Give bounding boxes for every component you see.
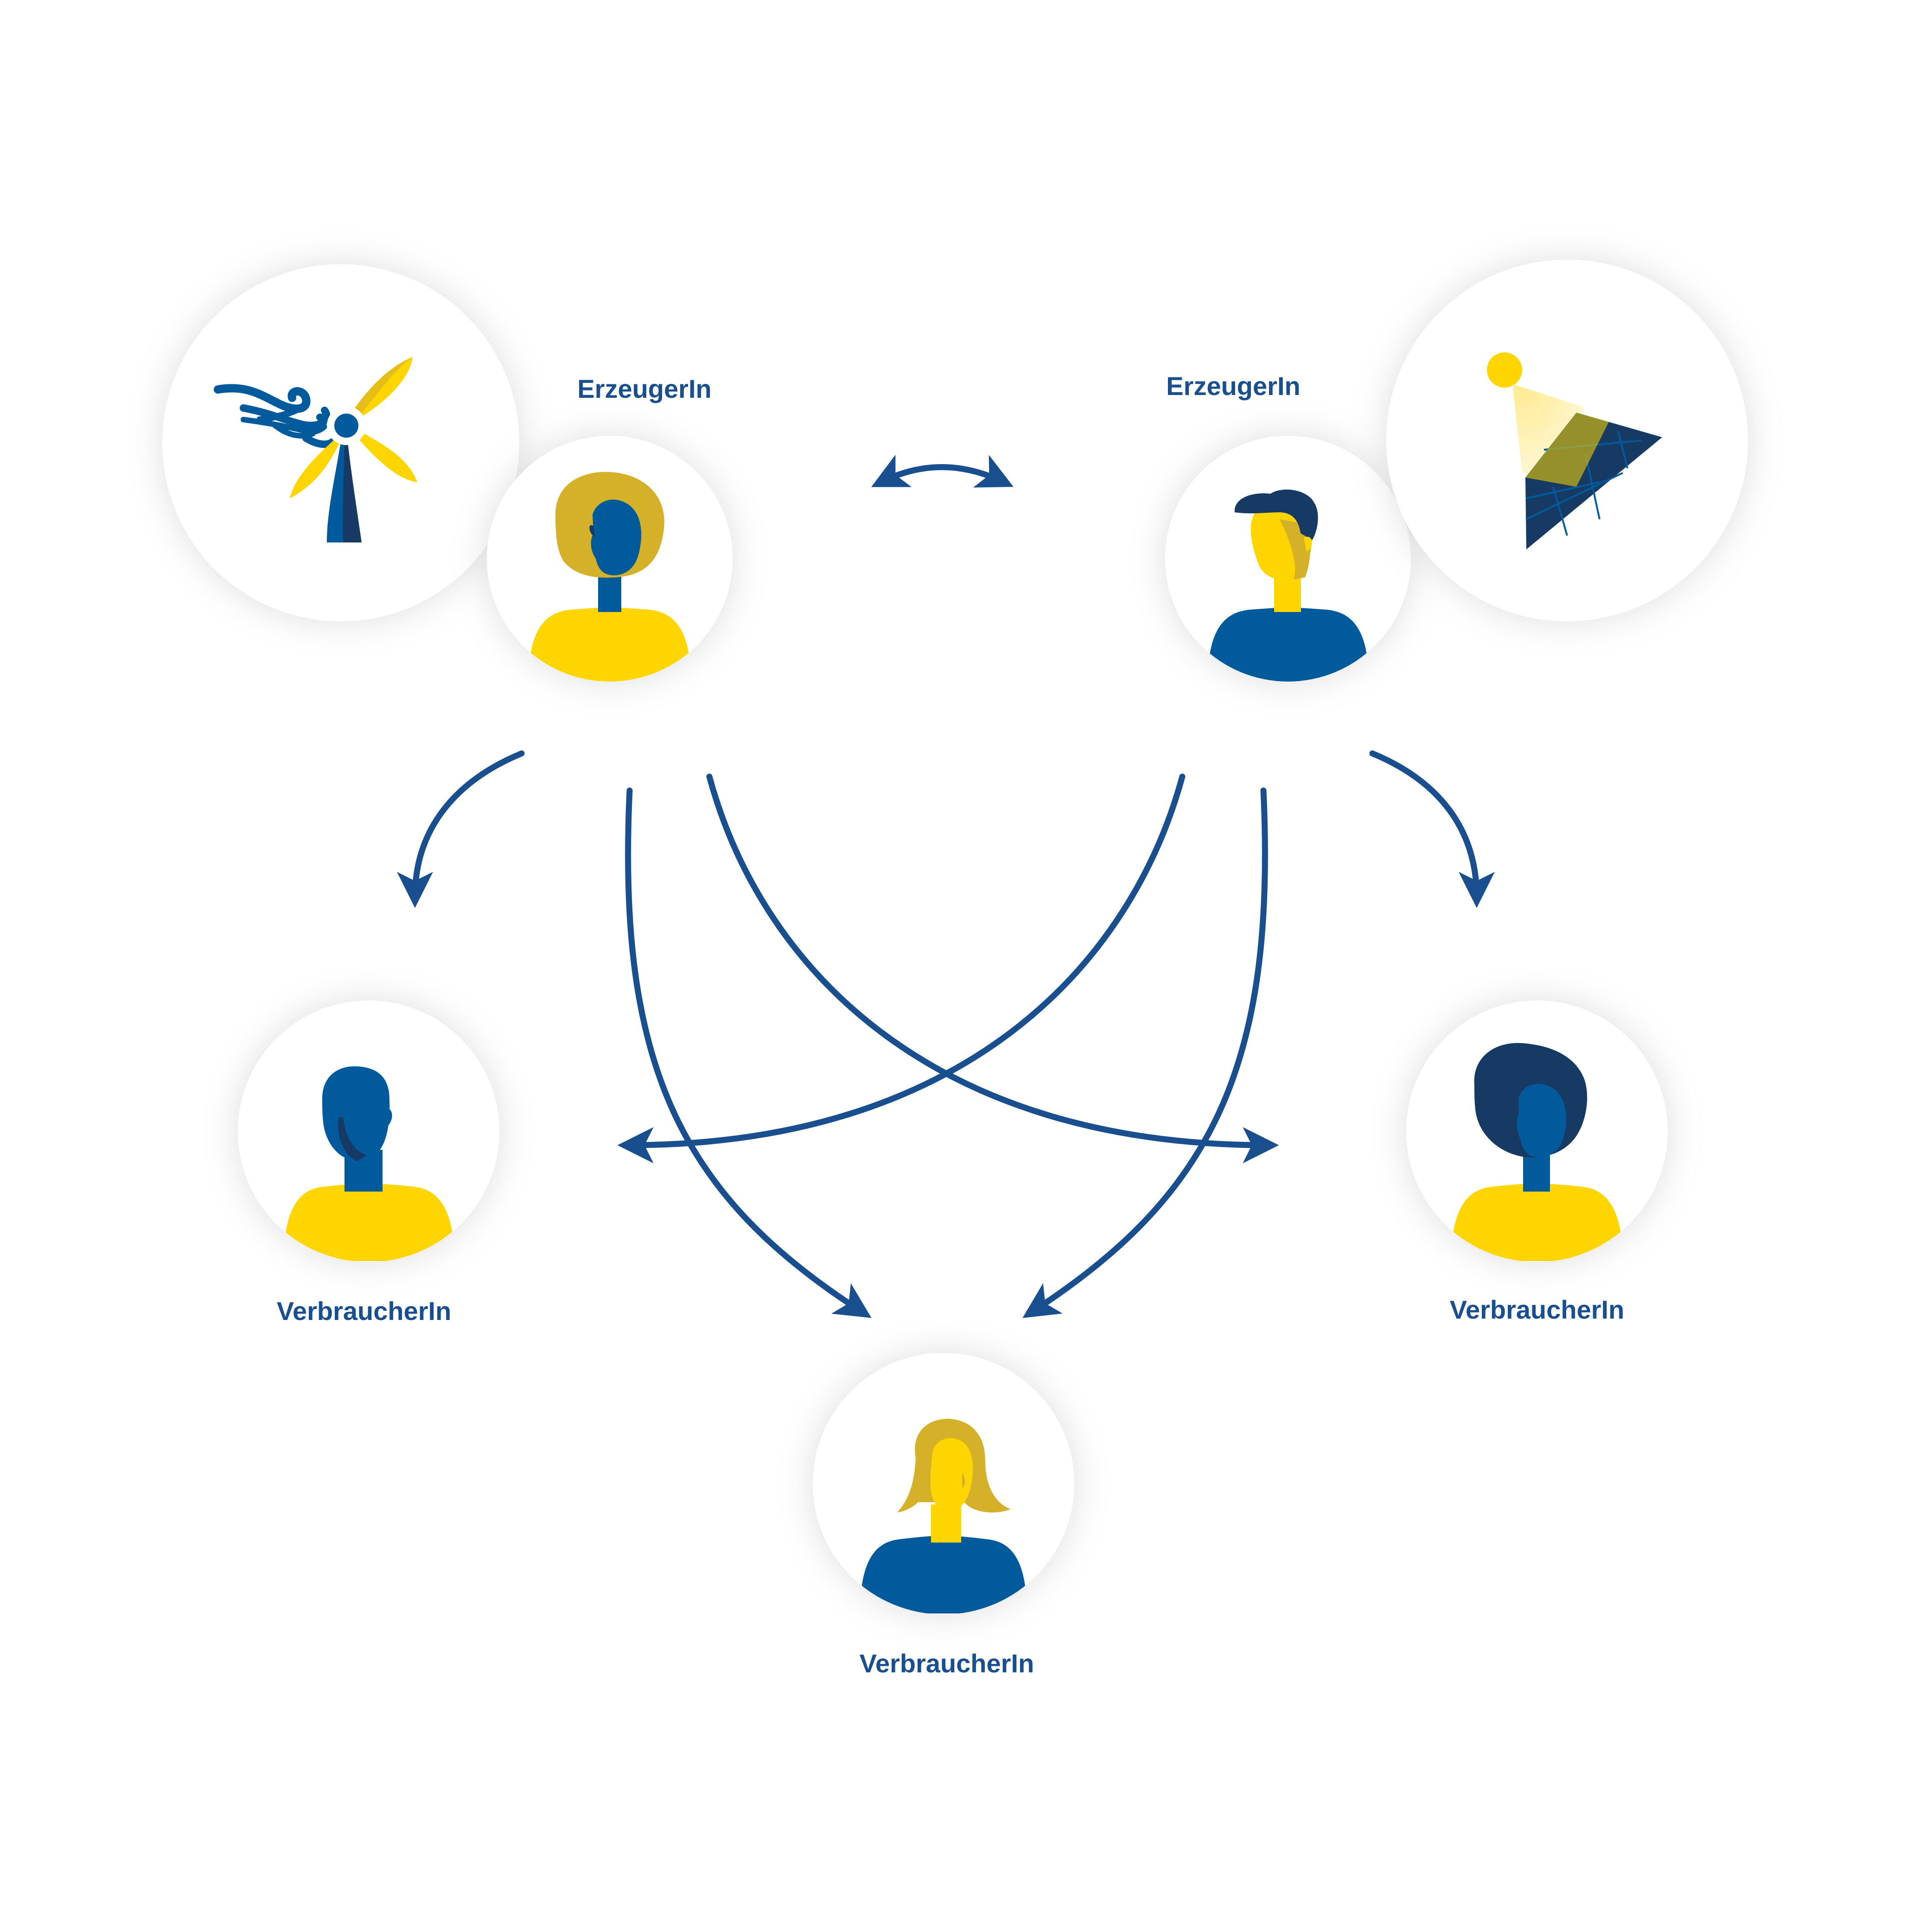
shirt xyxy=(1451,1184,1623,1261)
consumer-avatar-right xyxy=(1406,1001,1668,1262)
wind-source-circle xyxy=(162,264,519,621)
wind-turbine-icon xyxy=(214,357,417,542)
consumer-label-bottom: VerbraucherIn xyxy=(859,1649,1034,1678)
arrow-producer1-to-consumer-left xyxy=(397,750,525,908)
solar-source-circle xyxy=(1386,260,1748,621)
arrow-producer2-to-consumer-right xyxy=(1369,750,1495,908)
shirt xyxy=(860,1536,1027,1613)
consumer-avatar-left xyxy=(238,1001,499,1262)
consumer-label-left: VerbraucherIn xyxy=(276,1296,452,1326)
arrow-producer2-to-consumer-bottom xyxy=(1022,787,1268,1318)
producer-label-left: ErzeugerIn xyxy=(577,374,712,403)
shirt xyxy=(529,607,691,682)
shirt xyxy=(284,1184,454,1261)
producer-avatar-right xyxy=(1165,436,1411,682)
arrow-producer1-to-consumer-right xyxy=(706,773,1279,1163)
consumer-label-right: VerbraucherIn xyxy=(1449,1295,1625,1324)
producer-avatar-left xyxy=(487,436,733,682)
sun-icon xyxy=(1487,352,1522,388)
consumer-avatar-bottom xyxy=(813,1353,1074,1614)
shirt xyxy=(1208,607,1369,682)
exchange-arrow-producers xyxy=(871,454,1014,488)
solar-panel-icon xyxy=(1487,352,1662,549)
arrow-producer1-to-consumer-bottom xyxy=(625,787,872,1318)
producer-label-right: ErzeugerIn xyxy=(1166,371,1301,401)
arrow-producer2-to-consumer-left xyxy=(617,773,1186,1163)
arrows xyxy=(397,454,1495,1318)
